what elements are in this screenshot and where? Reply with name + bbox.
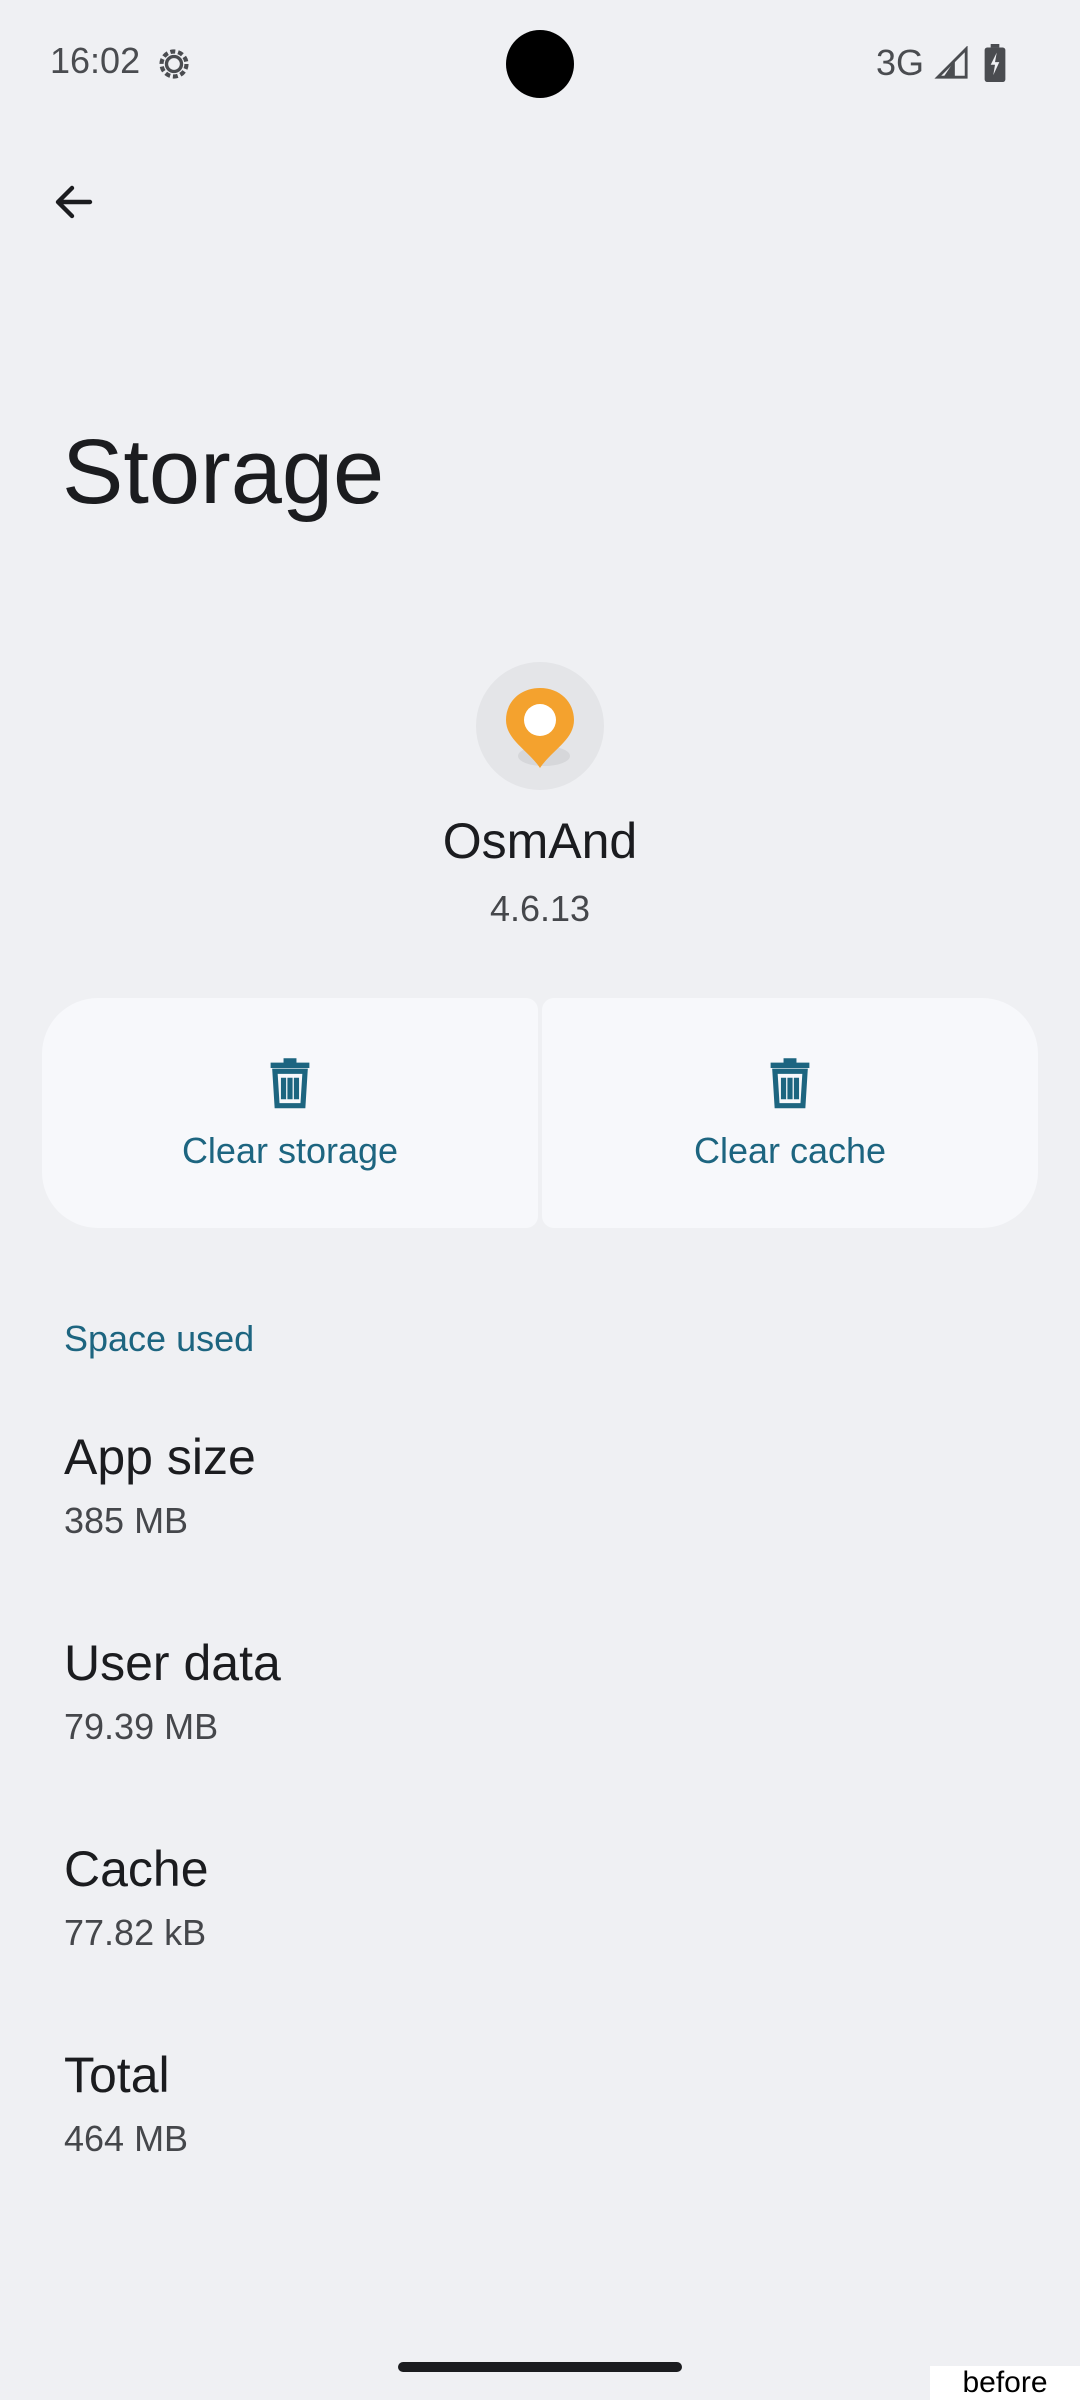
signal-icon: [934, 46, 968, 79]
pref-item-cache[interactable]: Cache 77.82 kB: [0, 1796, 1080, 2002]
pref-summary: 79.39 MB: [64, 1706, 219, 1747]
app-icon: [476, 662, 604, 790]
pref-item-total[interactable]: Total 464 MB: [0, 2002, 1080, 2208]
arrow-back-icon: [55, 185, 93, 219]
title-block: Storage: [0, 276, 1080, 598]
app-version: 4.6.13: [489, 888, 591, 929]
app-bar: [0, 128, 1080, 276]
page-title: Storage: [62, 421, 385, 523]
pref-item-user-data[interactable]: User data 79.39 MB: [0, 1590, 1080, 1796]
app-header: OsmAnd 4.6.13: [0, 598, 1080, 976]
status-bar: 16:02 3G: [0, 0, 1080, 128]
pref-title: Total: [64, 2047, 170, 2103]
gesture-nav-handle[interactable]: [398, 2362, 682, 2372]
status-time: 16:02: [50, 40, 141, 81]
trash-icon: [770, 1058, 810, 1109]
pref-title: User data: [64, 1635, 281, 1691]
clear-cache-label: Clear cache: [693, 1130, 887, 1171]
clear-storage-button[interactable]: Clear storage: [42, 998, 538, 1228]
pref-summary: 77.82 kB: [64, 1912, 207, 1953]
camera-cutout: [506, 30, 574, 98]
action-buttons: Clear storage Clear cache: [42, 998, 1038, 1228]
clear-cache-button[interactable]: Clear cache: [542, 998, 1038, 1228]
pref-title: App size: [64, 1429, 256, 1485]
pref-title: Cache: [64, 1841, 209, 1897]
pref-summary: 385 MB: [64, 1500, 189, 1541]
network-type: 3G: [876, 42, 925, 83]
osmand-pin-icon: [506, 688, 574, 768]
back-button[interactable]: [0, 128, 148, 276]
pref-item-app-size[interactable]: App size 385 MB: [0, 1384, 1080, 1590]
clear-storage-label: Clear storage: [181, 1130, 399, 1171]
corner-tag: before: [930, 2366, 1080, 2400]
trash-icon: [270, 1058, 310, 1109]
app-name: OsmAnd: [442, 813, 638, 869]
pref-summary: 464 MB: [64, 2118, 189, 2159]
gear-icon: [159, 49, 189, 79]
battery-icon: [984, 44, 1006, 82]
section-header-space-used: Space used: [64, 1318, 255, 1359]
